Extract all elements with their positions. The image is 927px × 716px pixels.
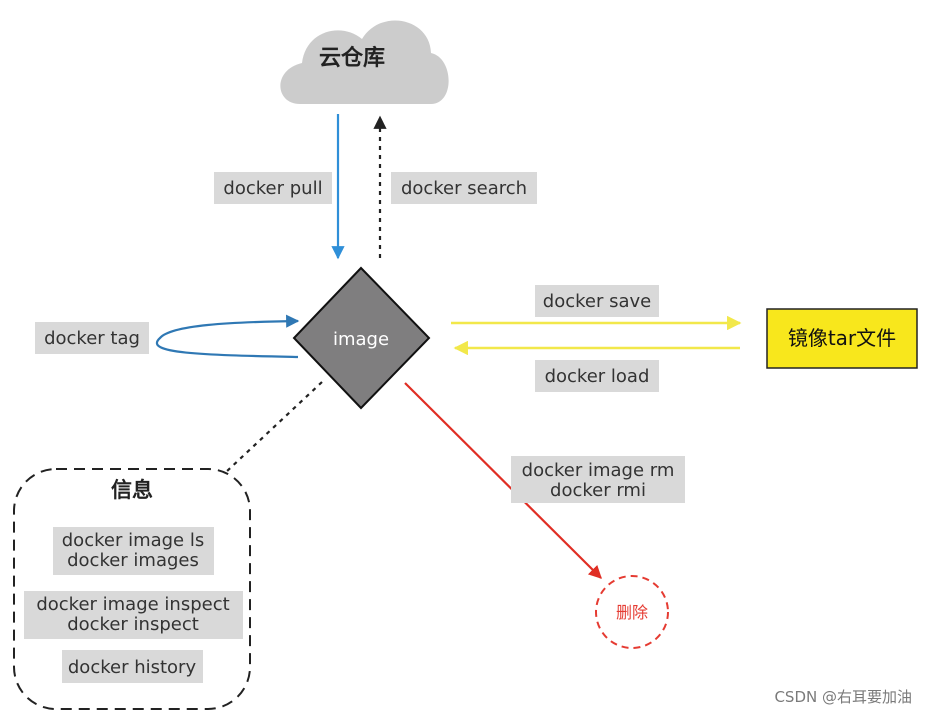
cloud-label: 云仓库 [319, 45, 385, 71]
docker-save-text: docker save [543, 291, 651, 312]
watermark-text: CSDN @右耳要加油 [774, 688, 912, 706]
delete-node: 删除 [595, 575, 669, 649]
tar-file-node: 镜像tar文件 [766, 308, 918, 369]
docker-rm-label-box [511, 456, 685, 503]
docker-search-label-box [391, 172, 537, 204]
docker-search-label: docker search [391, 172, 537, 204]
docker-history-text: docker history [68, 657, 197, 678]
rm-arrow [404, 382, 602, 579]
docker-pull-label: docker pull [214, 172, 332, 204]
docker-history-label: docker history [62, 650, 203, 683]
cloud-node: 云仓库 [280, 20, 449, 104]
docker-tag-text: docker tag [44, 328, 140, 349]
docker-load-label-box [535, 360, 659, 392]
docker-inspect-line2: docker inspect [67, 614, 199, 635]
docker-save-label: docker save [535, 285, 659, 317]
docker-inspect-label: docker image inspect docker inspect [24, 591, 243, 639]
docker-rm-line1: docker image rm [522, 460, 675, 481]
docker-ls-line2: docker images [67, 550, 199, 571]
docker-inspect-line1: docker image inspect [36, 594, 229, 615]
docker-history-label-box [62, 650, 203, 683]
docker-ls-line1: docker image ls [62, 530, 204, 551]
image-label: image [333, 329, 389, 350]
info-group-title: 信息 [111, 478, 153, 502]
docker-rm-line2: docker rmi [550, 480, 646, 501]
docker-load-label: docker load [535, 360, 659, 392]
docker-tag-label-box [35, 322, 149, 354]
info-connector [225, 381, 323, 473]
docker-search-text: docker search [401, 178, 527, 199]
tar-file-box [766, 308, 918, 369]
image-diamond-icon [292, 266, 431, 410]
info-group-border [13, 468, 251, 710]
docker-ls-label: docker image ls docker images [53, 527, 214, 575]
delete-circle-icon [595, 575, 669, 649]
docker-tag-label: docker tag [35, 322, 149, 354]
tag-arrow [155, 314, 300, 359]
info-group: 信息 docker image ls docker images docker … [13, 468, 251, 710]
cloud-icon [280, 20, 449, 104]
image-node: image [292, 266, 431, 410]
docker-rm-label: docker image rm docker rmi [511, 456, 685, 503]
delete-label: 删除 [616, 603, 648, 622]
docker-pull-text: docker pull [223, 178, 322, 199]
docker-load-text: docker load [545, 366, 650, 387]
docker-inspect-label-box [24, 591, 243, 639]
docker-ls-label-box [53, 527, 214, 575]
tar-file-label: 镜像tar文件 [788, 326, 896, 350]
docker-save-label-box [535, 285, 659, 317]
docker-pull-label-box [214, 172, 332, 204]
